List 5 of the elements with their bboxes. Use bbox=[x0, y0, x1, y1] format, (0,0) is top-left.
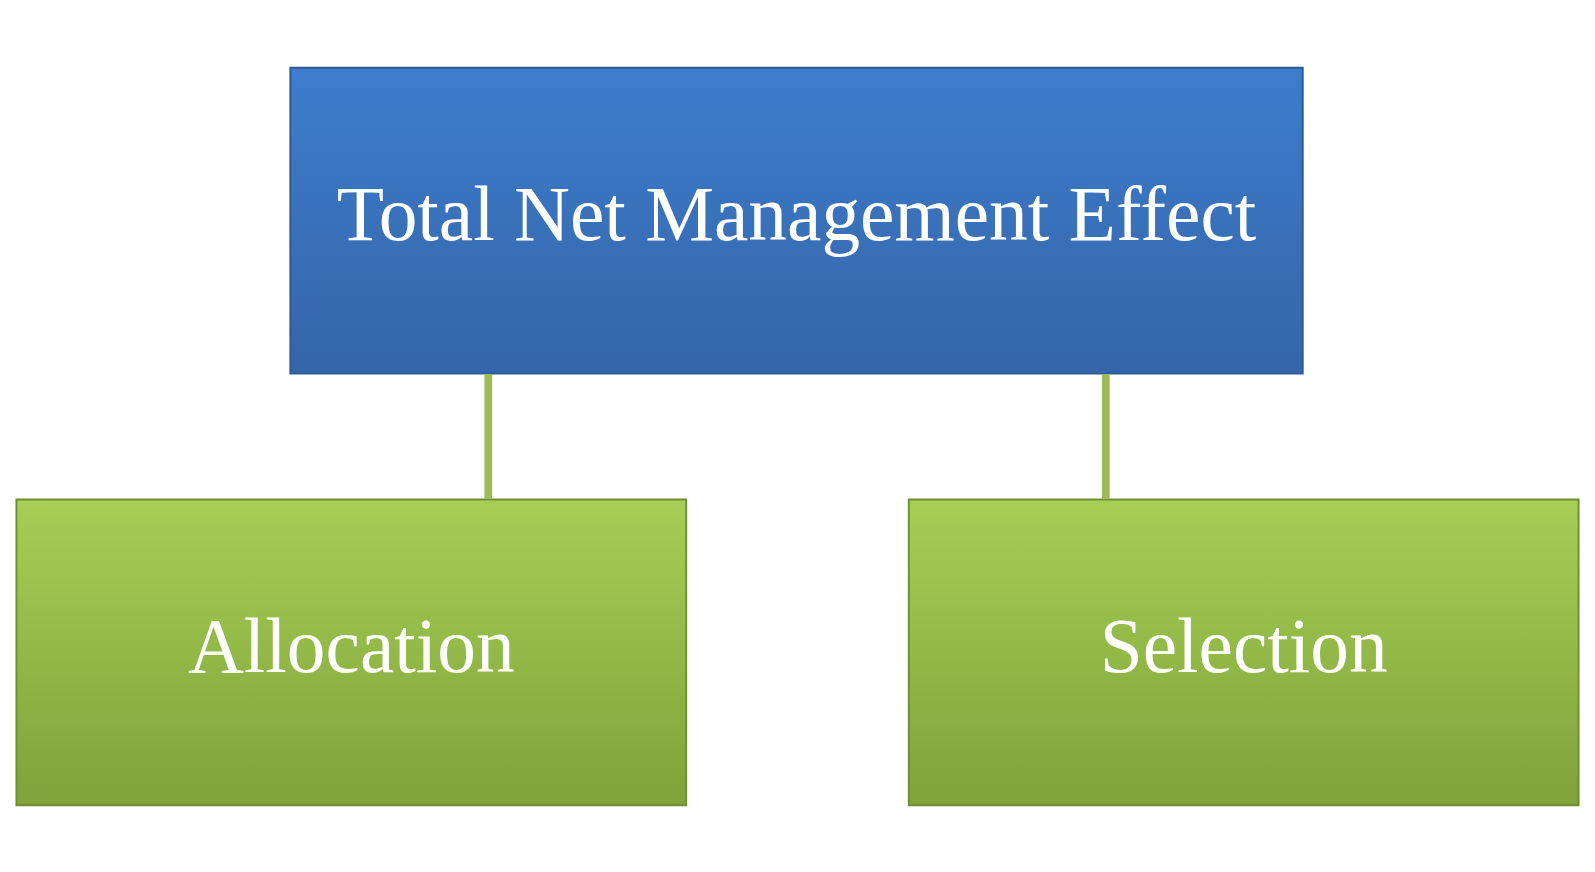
node-box: Total Net Management Effect bbox=[289, 66, 1304, 375]
connector bbox=[1101, 373, 1110, 499]
connector bbox=[484, 373, 493, 499]
node-box: Allocation bbox=[15, 497, 688, 806]
node-box: Selection bbox=[907, 497, 1580, 806]
